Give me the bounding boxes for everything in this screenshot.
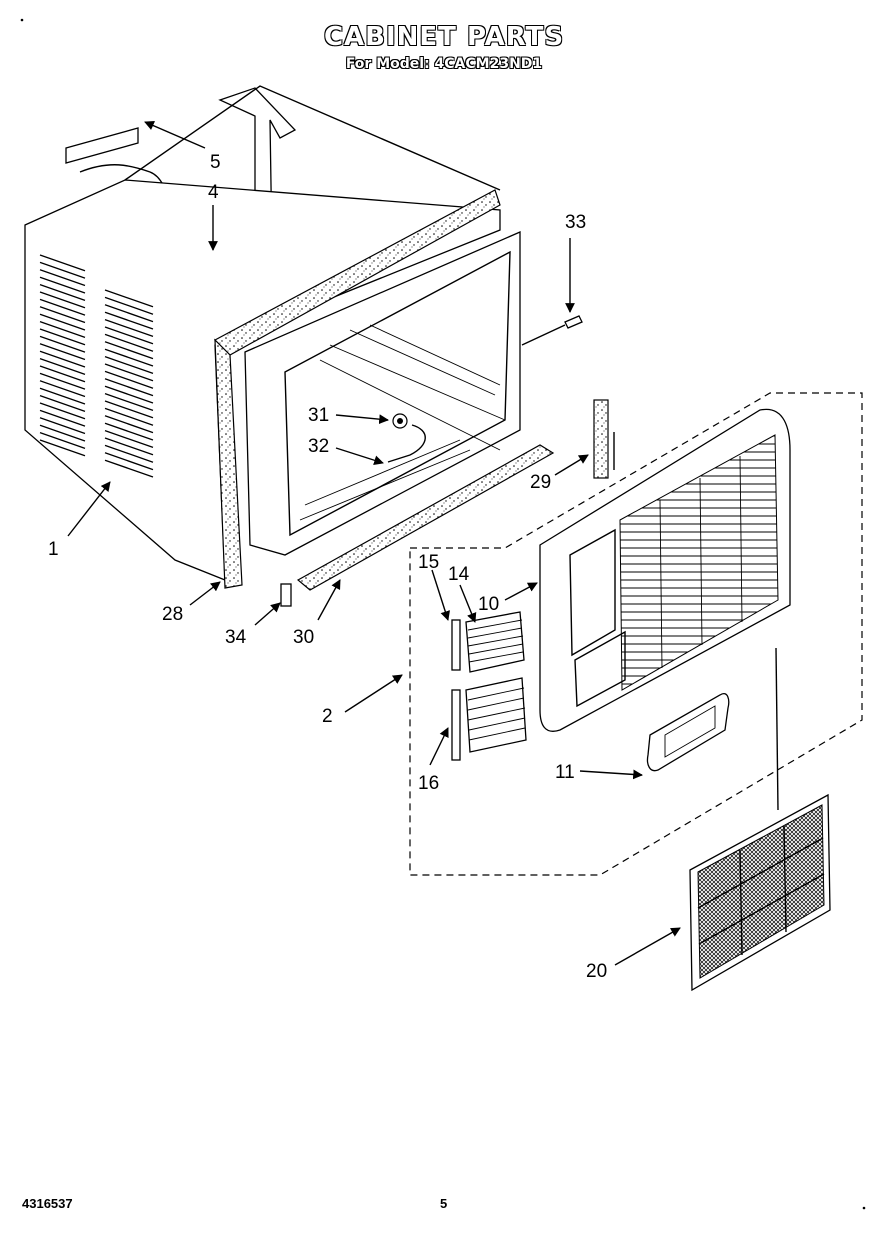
louver-slot (39, 254, 86, 272)
louver-slot (39, 372, 86, 390)
louver-slot (104, 444, 154, 463)
callout-32: 32 (308, 436, 329, 457)
louver-slot (39, 335, 86, 353)
callout-4: 4 (208, 182, 219, 203)
louver-slot (39, 424, 86, 442)
louver-slot (104, 407, 154, 426)
part-28-gasket-frame (214, 189, 501, 589)
callout-31: 31 (308, 405, 329, 426)
louver-slot (104, 311, 154, 330)
part-number: 4316537 (22, 1196, 73, 1211)
callout-1: 1 (48, 539, 59, 560)
louver-slot (104, 348, 154, 367)
front-assembly-boundary (409, 392, 863, 876)
callout-33: 33 (565, 212, 586, 233)
louver-slot (104, 304, 154, 323)
part-31-knob (392, 413, 408, 429)
callout-5: 5 (210, 152, 221, 173)
louver-slot (39, 431, 86, 449)
louver-slot (39, 417, 86, 435)
louver-slot (39, 439, 86, 457)
part-1-cabinet (24, 85, 501, 581)
callout-15: 15 (418, 552, 439, 573)
louver-slot (104, 333, 154, 352)
louver-slot (104, 318, 154, 338)
model-subtitle: For Model: 4CACM23ND1 (345, 56, 543, 72)
louver-slot (104, 415, 154, 434)
part-34-block (280, 583, 292, 607)
louver-slot (104, 341, 154, 360)
louver-slot (104, 400, 154, 419)
louver-slot (104, 296, 154, 315)
louver-slot (104, 459, 154, 478)
louver-slot (104, 378, 154, 397)
louver-slot (39, 261, 86, 279)
louver-slot (39, 394, 86, 412)
louver-slot (39, 320, 86, 338)
louver-slot (104, 363, 154, 382)
page-title: CABINET PARTS (323, 22, 565, 52)
part-14-louver-upper (465, 611, 525, 673)
part-29-side-seal (593, 399, 615, 479)
part-20-filter (689, 647, 831, 992)
louver-slot (104, 370, 154, 389)
louver-slot (39, 343, 86, 361)
part-30-seal-strip (296, 444, 555, 591)
part-33-screw (521, 315, 583, 346)
part-32-clip (387, 424, 426, 463)
louver-slot (39, 409, 86, 427)
leader-lines (67, 121, 681, 966)
louver-slot (39, 328, 86, 346)
part-10-front-panel (539, 408, 791, 732)
louver-slot (104, 355, 154, 375)
callout-14: 14 (448, 564, 470, 585)
callout-16: 16 (418, 773, 439, 794)
louver-slot (39, 380, 86, 398)
louver-slot (104, 326, 154, 345)
louver-slot (39, 387, 86, 405)
callout-10: 10 (478, 594, 499, 615)
callout-20: 20 (586, 961, 607, 982)
part-14-louver-lower (465, 677, 527, 753)
louver-slot (104, 422, 154, 441)
callout-29: 29 (530, 472, 551, 493)
part-16-link-bar (451, 689, 461, 761)
louver-slot (39, 276, 86, 294)
louver-slot (104, 392, 154, 412)
louver-slot (39, 365, 86, 383)
callout-labels: 5 4 33 31 32 29 1 15 14 10 28 34 30 2 11… (48, 152, 607, 982)
part-15-link-bar (451, 619, 461, 671)
part-11-door (646, 693, 730, 772)
louver-slot (104, 437, 154, 456)
callout-34: 34 (225, 627, 247, 648)
callout-28: 28 (162, 604, 183, 625)
louver-slot (39, 298, 86, 316)
part-5-label-plate (65, 127, 139, 164)
louver-slot (104, 452, 154, 471)
page-number: 5 (440, 1196, 448, 1211)
louver-slot (39, 350, 86, 368)
louver-slot (39, 291, 86, 309)
louver-slot (39, 357, 86, 375)
louver-slot (39, 313, 86, 331)
louver-slot (39, 283, 86, 301)
louver-slot (39, 306, 86, 324)
cabinet-inner-chassis (244, 231, 521, 556)
louver-slot (39, 269, 86, 287)
louver-slot (104, 429, 154, 449)
callout-11: 11 (555, 762, 575, 783)
louver-slot (39, 402, 86, 420)
callout-2: 2 (322, 706, 333, 727)
louver-slot (104, 289, 154, 308)
louver-slot (104, 385, 154, 404)
callout-30: 30 (293, 627, 314, 648)
